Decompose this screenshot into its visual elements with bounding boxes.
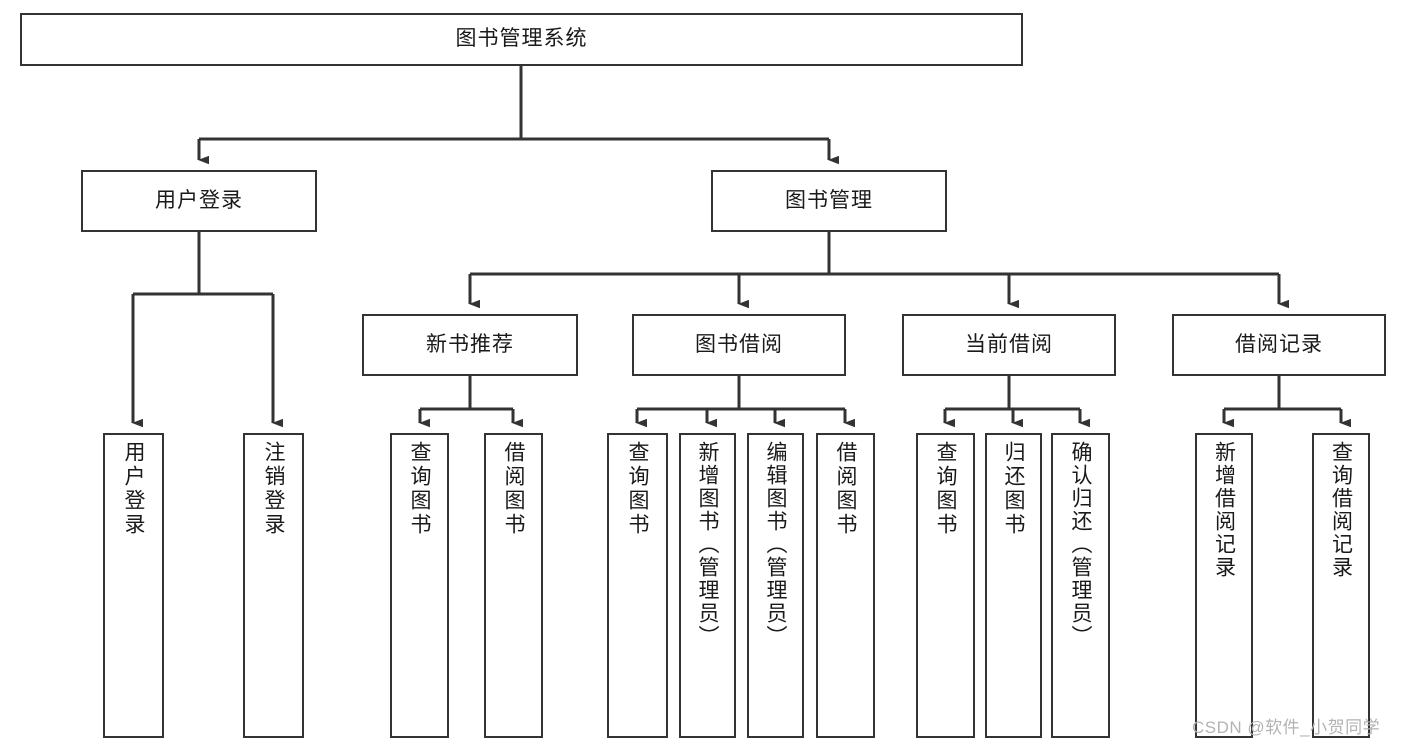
leaf-add-borrow-record-label: 新增借阅记录 bbox=[1212, 441, 1236, 579]
node-book-manage-label: 图书管理 bbox=[785, 188, 873, 212]
leaf-query-book-rec-label: 查询图书 bbox=[408, 441, 431, 537]
leaf-query-book-borrow-label: 查询图书 bbox=[626, 441, 649, 537]
node-new-book-recommend[interactable]: 新书推荐 bbox=[362, 314, 578, 376]
leaf-add-book-admin[interactable]: 新增图书（管理员） bbox=[679, 433, 736, 738]
leaf-return-book-label: 归还图书 bbox=[1002, 441, 1025, 537]
node-book-borrow[interactable]: 图书借阅 bbox=[632, 314, 846, 376]
csdn-watermark: CSDN @软件_小贺同学 bbox=[1192, 718, 1381, 737]
node-new-book-recommend-label: 新书推荐 bbox=[426, 332, 514, 356]
node-user-login-label: 用户登录 bbox=[155, 188, 243, 212]
node-book-manage[interactable]: 图书管理 bbox=[711, 170, 947, 232]
node-current-borrow-label: 当前借阅 bbox=[965, 332, 1053, 356]
leaf-query-book-cur-label: 查询图书 bbox=[934, 441, 957, 537]
leaf-user-logout-label: 注销登录 bbox=[262, 441, 285, 537]
leaf-edit-book-admin-label: 编辑图书（管理员） bbox=[764, 441, 787, 648]
leaf-query-borrow-record-label: 查询借阅记录 bbox=[1329, 441, 1353, 579]
leaf-query-borrow-record[interactable]: 查询借阅记录 bbox=[1312, 433, 1370, 738]
leaf-query-book-cur[interactable]: 查询图书 bbox=[916, 433, 975, 738]
leaf-borrow-book[interactable]: 借阅图书 bbox=[816, 433, 875, 738]
node-current-borrow[interactable]: 当前借阅 bbox=[902, 314, 1116, 376]
leaf-edit-book-admin[interactable]: 编辑图书（管理员） bbox=[747, 433, 804, 738]
leaf-user-login-label: 用户登录 bbox=[122, 441, 145, 537]
node-borrow-record[interactable]: 借阅记录 bbox=[1172, 314, 1386, 376]
leaf-query-book-borrow[interactable]: 查询图书 bbox=[607, 433, 668, 738]
leaf-borrow-book-label: 借阅图书 bbox=[834, 441, 857, 537]
node-book-borrow-label: 图书借阅 bbox=[695, 332, 783, 356]
node-root[interactable]: 图书管理系统 bbox=[20, 13, 1023, 66]
leaf-user-logout[interactable]: 注销登录 bbox=[243, 433, 304, 738]
leaf-confirm-return-admin-label: 确认归还（管理员） bbox=[1069, 441, 1092, 648]
leaf-add-borrow-record[interactable]: 新增借阅记录 bbox=[1195, 433, 1253, 738]
node-user-login[interactable]: 用户登录 bbox=[81, 170, 317, 232]
node-borrow-record-label: 借阅记录 bbox=[1235, 332, 1323, 356]
node-root-label: 图书管理系统 bbox=[455, 27, 588, 51]
leaf-borrow-book-rec[interactable]: 借阅图书 bbox=[484, 433, 543, 738]
leaf-confirm-return-admin[interactable]: 确认归还（管理员） bbox=[1051, 433, 1110, 738]
leaf-borrow-book-rec-label: 借阅图书 bbox=[502, 441, 525, 537]
leaf-return-book[interactable]: 归还图书 bbox=[985, 433, 1042, 738]
leaf-query-book-rec[interactable]: 查询图书 bbox=[390, 433, 449, 738]
leaf-add-book-admin-label: 新增图书（管理员） bbox=[696, 441, 719, 648]
leaf-user-login[interactable]: 用户登录 bbox=[103, 433, 164, 738]
